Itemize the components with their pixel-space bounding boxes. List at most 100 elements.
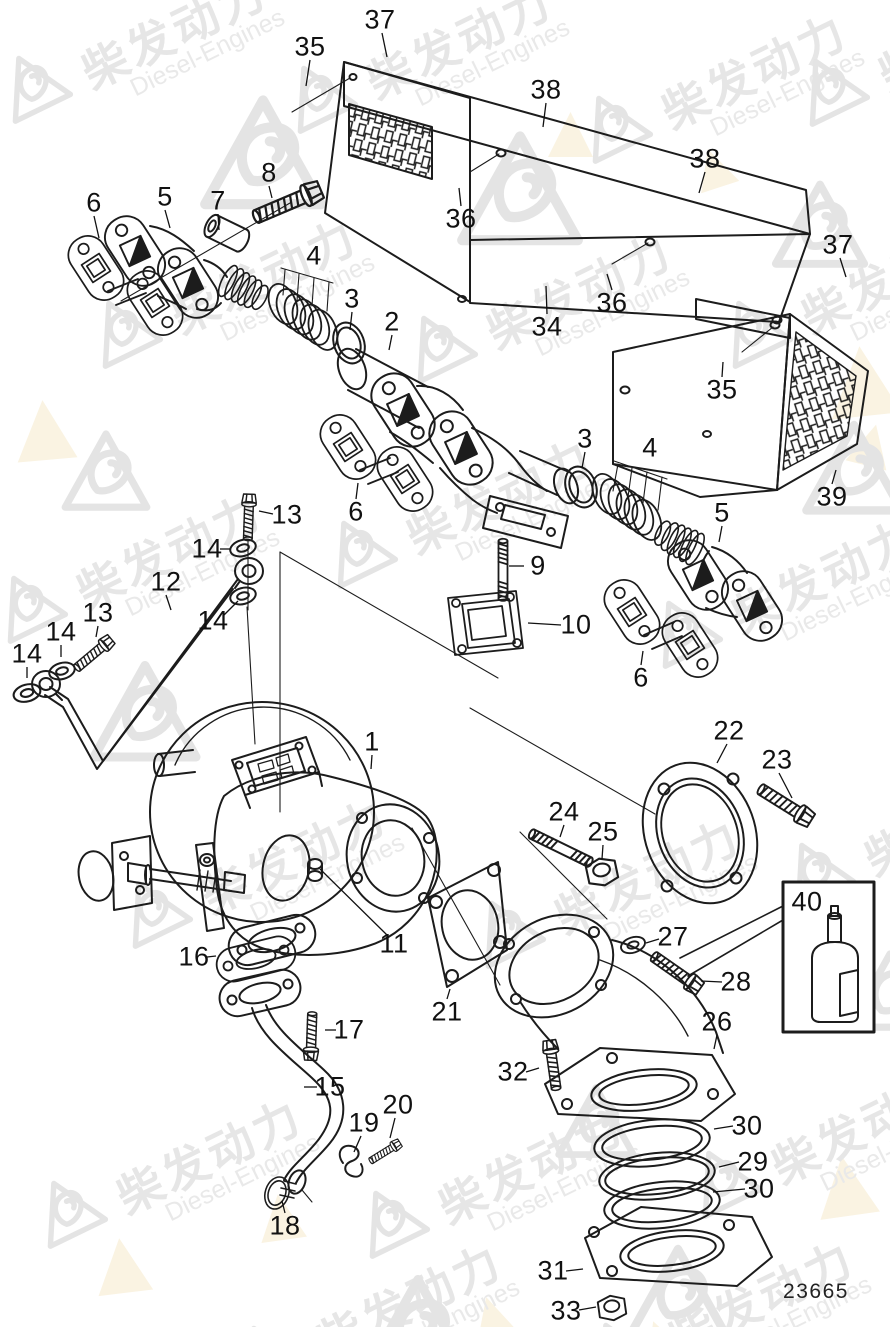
part-callout-13: 13 [271, 499, 303, 530]
accent-triangle [98, 1238, 154, 1297]
part-callout-36: 36 [596, 287, 628, 318]
callout-leader [223, 600, 239, 616]
callout-leader [353, 1135, 362, 1153]
callout-leader [700, 980, 723, 983]
part-callout-37: 37 [822, 229, 854, 260]
part-callout-6: 6 [348, 496, 364, 527]
callout-leader [778, 772, 793, 799]
part-callout-5: 5 [714, 497, 730, 528]
part-callout-3: 3 [577, 423, 593, 454]
callout-leader [831, 469, 837, 485]
callout-leader [712, 1188, 746, 1193]
gasket-6-rear [596, 572, 726, 685]
callout-leader [606, 273, 613, 291]
callout-leader [458, 187, 462, 207]
clip-19 [338, 1144, 364, 1178]
callout-leader [268, 185, 273, 199]
callout-leader [645, 938, 660, 944]
callout-leader [370, 754, 373, 770]
part-callout-3: 3 [344, 283, 360, 314]
oil-supply-pipe-12 [31, 557, 264, 770]
callout-leader [721, 361, 724, 378]
part-callout-30: 30 [731, 1110, 763, 1141]
part-callout-9: 9 [530, 550, 546, 581]
part-callout-4: 4 [306, 240, 322, 271]
callout-leader [164, 209, 171, 229]
gasket-6-center [312, 407, 441, 519]
mounting-bracket-34 [324, 61, 811, 325]
part-callout-11: 11 [379, 928, 409, 959]
callout-leader [718, 525, 723, 543]
callout-leader [217, 213, 220, 231]
callout-leader [527, 622, 562, 626]
part-callout-16: 16 [178, 941, 210, 972]
manifold-section-5-rear [648, 514, 791, 650]
part-callout-37: 37 [364, 4, 396, 35]
callout-leader [95, 625, 99, 638]
sealing-rings-30-29-30 [593, 1118, 721, 1230]
callout-leader [446, 988, 451, 1000]
part-callout-25: 25 [587, 816, 619, 847]
gasket-10 [447, 590, 524, 656]
part-callout-27: 27 [657, 921, 689, 952]
callout-leader [355, 482, 359, 500]
callout-leader [581, 451, 586, 469]
part-callout-29: 29 [737, 1146, 769, 1177]
exhaust-manifold-2-center [336, 347, 580, 549]
callout-leader [542, 102, 547, 128]
accent-triangle [701, 148, 740, 194]
part-callout-7: 7 [210, 185, 226, 216]
part-callout-23: 23 [761, 744, 793, 775]
part-callout-6: 6 [86, 187, 102, 218]
sealant-can-icon [811, 905, 859, 1023]
callout-leader [206, 955, 217, 958]
part-callout-6: 6 [633, 662, 649, 693]
part-callout-32: 32 [497, 1056, 529, 1087]
part-callout-38: 38 [530, 74, 562, 105]
accent-triangle [475, 1296, 524, 1327]
callout-leader [305, 59, 311, 87]
part-callout-35: 35 [294, 31, 326, 62]
part-callout-14: 14 [191, 533, 223, 564]
part-callout-14: 14 [197, 605, 229, 636]
part-callout-18: 18 [269, 1210, 301, 1241]
flange-31 [584, 1206, 773, 1287]
spring-seal-4-rear [573, 460, 681, 554]
callout-leader [578, 1306, 597, 1311]
part-callout-20: 20 [382, 1089, 414, 1120]
part-callout-2: 2 [384, 306, 400, 337]
callout-leader [601, 844, 604, 860]
accent-triangle [261, 1194, 307, 1243]
part-callout-10: 10 [560, 609, 592, 640]
callout-leader [839, 257, 847, 278]
part-callout-8: 8 [261, 157, 277, 188]
part-callout-33: 33 [550, 1295, 582, 1326]
part-callout-21: 21 [431, 996, 463, 1027]
callout-leader [381, 32, 388, 58]
part-callout-40: 40 [791, 886, 823, 917]
callout-leader [349, 311, 353, 331]
callout-leader [388, 334, 393, 351]
part-callout-36: 36 [445, 203, 477, 234]
callout-leader [525, 1067, 540, 1073]
part-callout-24: 24 [548, 796, 580, 827]
turbocharger-1 [77, 701, 441, 967]
part-callout-15: 15 [314, 1071, 346, 1102]
part-callout-1: 1 [364, 726, 380, 757]
callout-leader [640, 650, 644, 666]
part-callout-26: 26 [701, 1006, 733, 1037]
part-callout-30: 30 [743, 1173, 775, 1204]
callout-leader [545, 285, 548, 315]
heat-shield-36-lower [612, 298, 869, 498]
exhaust-elbow-26 [493, 913, 736, 1122]
spring-seal-4-front [249, 267, 357, 364]
part-callout-14: 14 [45, 616, 77, 647]
callout-leader [718, 1161, 740, 1168]
oil-drain-pipe-15 [218, 968, 345, 1199]
callout-leader [281, 1200, 286, 1214]
callout-leader [258, 510, 274, 515]
